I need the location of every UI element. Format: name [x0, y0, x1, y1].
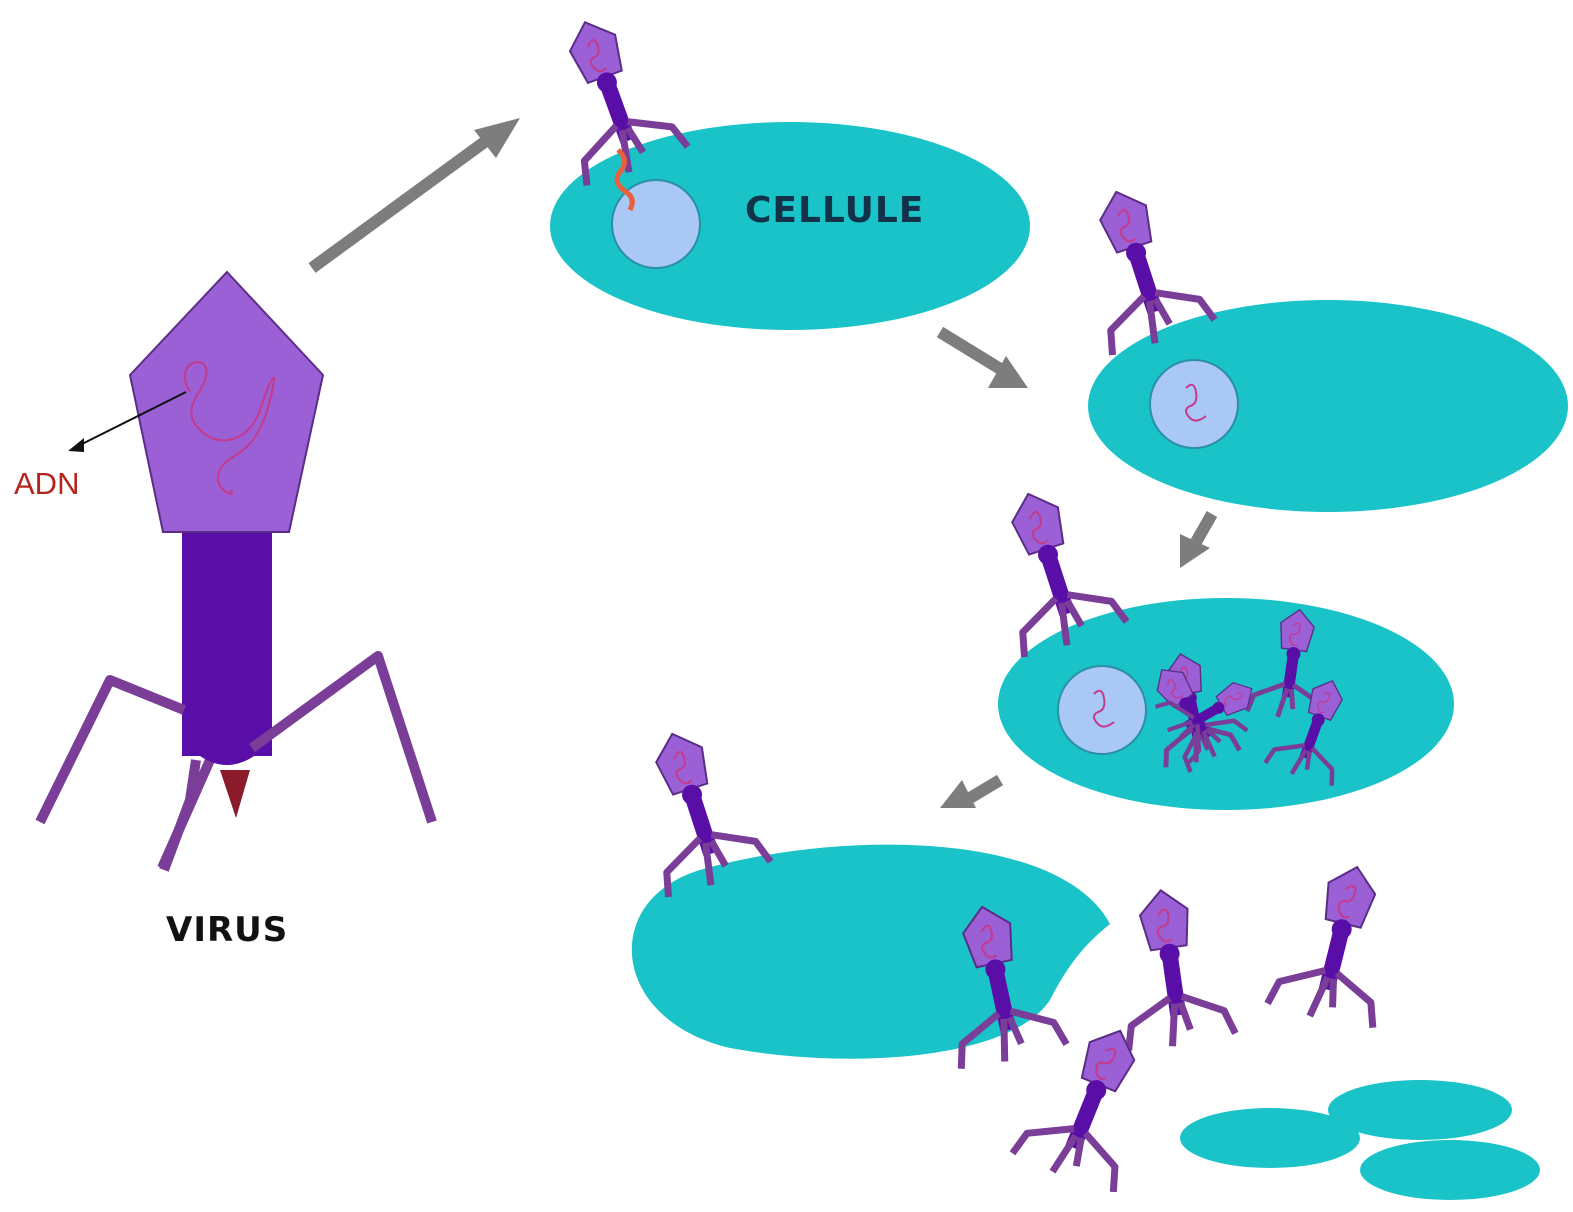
new-cells: [1180, 1080, 1540, 1200]
virus-label: VIRUS: [166, 910, 288, 950]
big-virus-tail: [182, 530, 272, 756]
cell-icon: [1180, 1108, 1360, 1168]
big-virus: [40, 272, 432, 870]
cell-icon: [1360, 1140, 1540, 1200]
cell-stage-dna: [1065, 175, 1568, 512]
lysed-cell: [632, 845, 1110, 1059]
process-arrow-icon: [312, 118, 520, 268]
process-arrow-icon: [940, 332, 1028, 388]
cellule-label: CELLULE: [745, 190, 924, 231]
adn-label: ADN: [14, 466, 79, 502]
cell-stage-replication: [977, 477, 1454, 810]
cell-stage-lysis: [621, 717, 1540, 1200]
process-arrow-icon: [1180, 514, 1212, 568]
big-virus-tip: [220, 770, 250, 818]
process-arrow-icon: [940, 780, 1000, 808]
cell-stage-attachment: [534, 4, 1030, 330]
adn-pointer-head: [68, 438, 84, 452]
